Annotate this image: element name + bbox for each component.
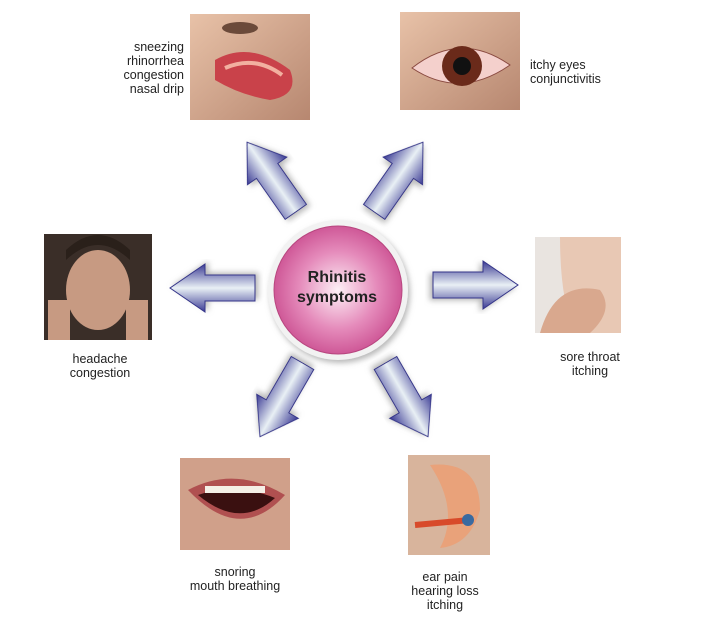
throat-symptoms-label: sore throat itching — [530, 350, 650, 378]
center-title-line: symptoms — [296, 289, 378, 306]
mouth-image — [180, 458, 290, 550]
nose-image — [190, 14, 310, 120]
symptom-text: hearing loss — [411, 584, 479, 598]
symptom-text: snoring — [214, 565, 256, 579]
head-symptoms-label: headache congestion — [40, 352, 160, 380]
symptom-text: itchy eyes — [530, 58, 586, 72]
symptom-text: rhinorrhea — [127, 54, 184, 68]
symptom-text: nasal drip — [129, 82, 184, 96]
symptom-text: itching — [426, 598, 464, 612]
arrow-to-ear — [373, 355, 432, 438]
symptom-text: congestion — [69, 366, 131, 380]
symptom-text: mouth breathing — [189, 579, 281, 593]
ear-image — [408, 455, 490, 555]
symptom-text: ear pain — [422, 570, 468, 584]
symptom-text: itching — [571, 364, 609, 378]
arrow-to-nose — [246, 141, 308, 221]
arrow-to-eye — [362, 141, 424, 221]
symptom-text: headache — [72, 352, 128, 366]
center-title-line: Rhinitis — [307, 269, 367, 286]
ear-symptoms-label: ear pain hearing loss itching — [385, 570, 505, 612]
mouth-symptoms-label: snoring mouth breathing — [170, 565, 300, 593]
eye-image — [400, 12, 520, 110]
arrow-to-head — [169, 263, 256, 313]
center-title: Rhinitis symptoms — [270, 268, 404, 308]
headache-image — [44, 234, 152, 340]
arrow-to-mouth — [256, 355, 315, 438]
symptom-text: congestion — [123, 68, 184, 82]
eye-symptoms-label: itchy eyes conjunctivitis — [530, 58, 601, 86]
symptom-text: conjunctivitis — [530, 72, 601, 86]
nose-symptoms-label: sneezing rhinorrhea congestion nasal dri… — [124, 40, 184, 96]
arrow-to-throat — [432, 260, 519, 310]
symptom-text: sore throat — [560, 350, 620, 364]
symptom-text: sneezing — [133, 40, 184, 54]
throat-image — [535, 237, 621, 333]
